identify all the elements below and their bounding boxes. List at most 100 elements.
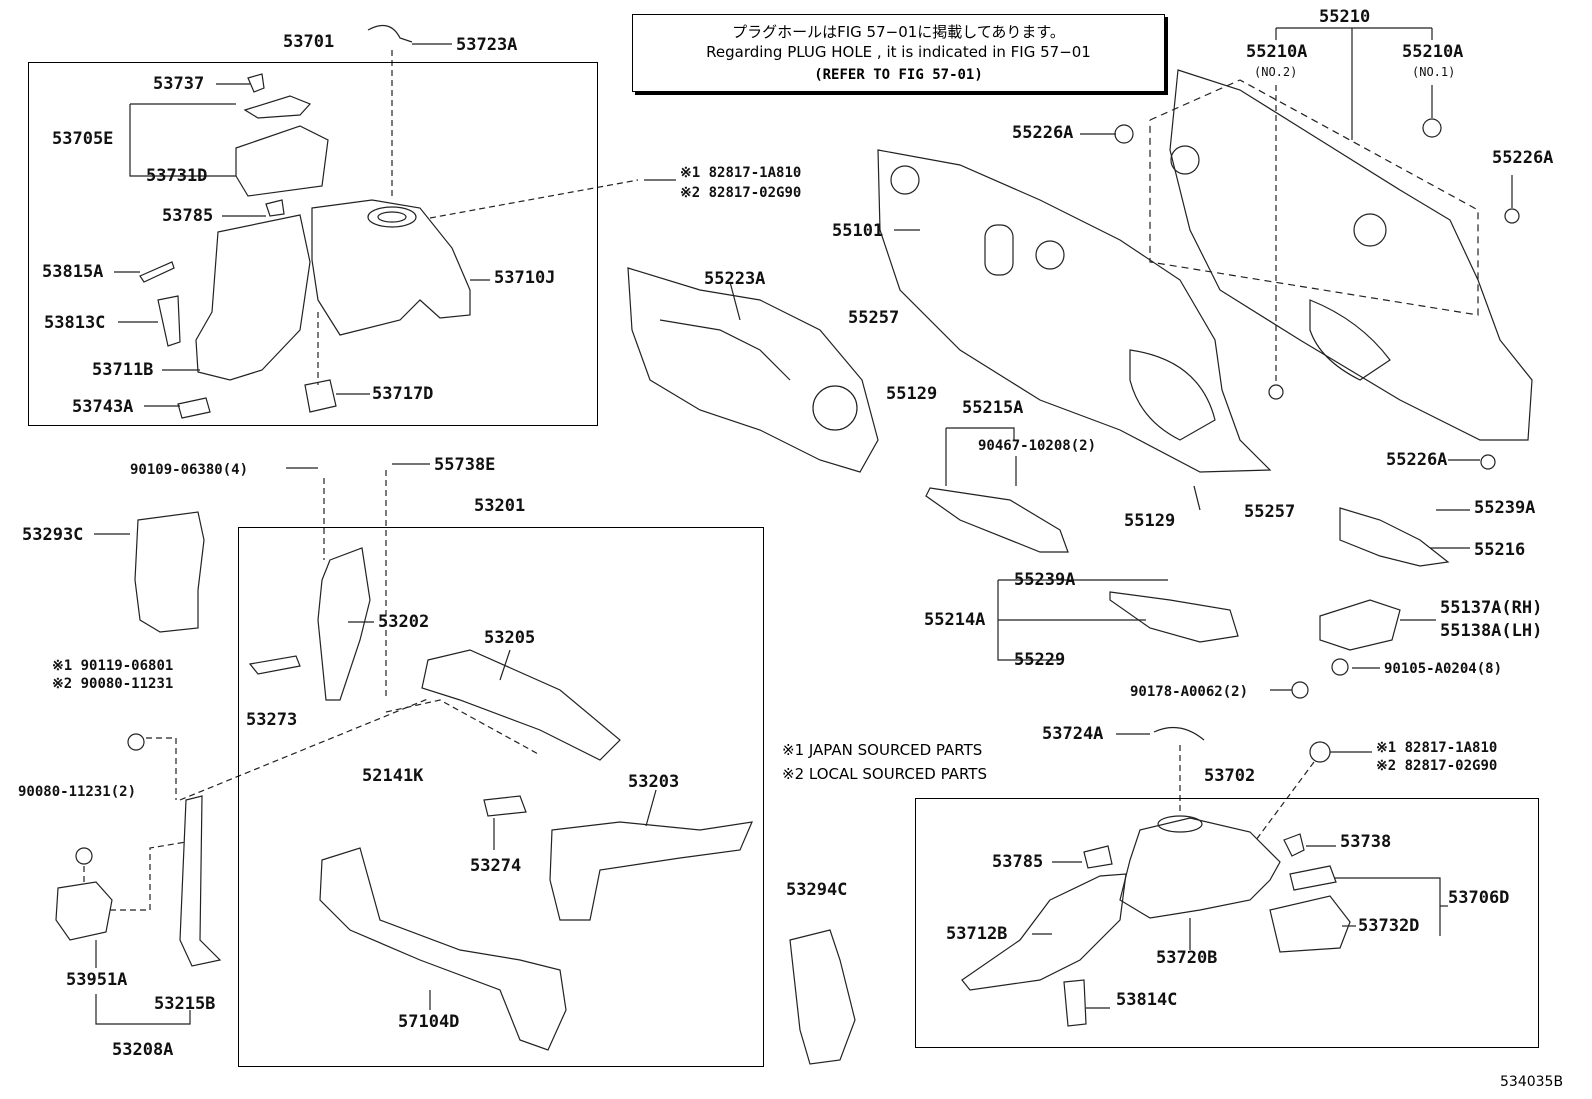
label-90109: 90109-06380(4) bbox=[130, 462, 249, 478]
label-53785-upper: 53785 bbox=[162, 206, 214, 226]
label-53731d: 53731D bbox=[146, 166, 208, 186]
part-53785b bbox=[1083, 845, 1113, 869]
label-53815a: 53815A bbox=[42, 262, 104, 282]
label-53814c: 53814C bbox=[1116, 990, 1178, 1010]
part-55216 bbox=[1339, 507, 1450, 567]
label-55137a: 55137A(RH) bbox=[1440, 598, 1543, 618]
label-53737: 53737 bbox=[153, 74, 205, 94]
label-55229: 55229 bbox=[1014, 650, 1066, 670]
label-53705e: 53705E bbox=[52, 129, 114, 149]
label-90119-1: ※1 90119-06801 bbox=[52, 658, 174, 674]
label-55210: 55210 bbox=[1319, 7, 1371, 27]
label-53701: 53701 bbox=[283, 32, 335, 52]
label-55210a-no1: 55210A bbox=[1402, 42, 1464, 62]
legend-japan-sourced: ※1 JAPAN SOURCED PARTS bbox=[782, 741, 983, 759]
label-53720b: 53720B bbox=[1156, 948, 1218, 968]
dash-panel-55101 bbox=[877, 149, 1272, 473]
dash-silencer-55210 bbox=[1149, 69, 1533, 441]
label-55129-lower: 55129 bbox=[1124, 511, 1176, 531]
part-53738 bbox=[1283, 833, 1305, 857]
part-53732d bbox=[1269, 895, 1351, 953]
frame-53201 bbox=[238, 527, 764, 1067]
label-55138a: 55138A(LH) bbox=[1440, 621, 1543, 641]
label-55226a-3: 55226A bbox=[1386, 450, 1448, 470]
label-55216: 55216 bbox=[1474, 540, 1526, 560]
label-55239a-right: 55239A bbox=[1474, 498, 1536, 518]
label-53717d: 53717D bbox=[372, 384, 434, 404]
part-53951a bbox=[55, 881, 113, 941]
label-55223a: 55223A bbox=[704, 269, 766, 289]
part-53215b bbox=[179, 795, 222, 967]
notice-jp: プラグホールはFIG 57−01に掲載してあります。 bbox=[732, 23, 1065, 41]
label-90105: 90105-A0204(8) bbox=[1384, 661, 1503, 677]
label-55215a: 55215A bbox=[962, 398, 1024, 418]
label-53208a: 53208A bbox=[112, 1040, 174, 1060]
label-55226a-1: 55226A bbox=[1012, 123, 1074, 143]
part-53720b bbox=[1119, 817, 1281, 919]
label-53738: 53738 bbox=[1340, 832, 1392, 852]
part-53712b bbox=[961, 873, 1127, 991]
label-52141k: 52141K bbox=[362, 766, 424, 786]
legend-local-sourced: ※2 LOCAL SOURCED PARTS bbox=[782, 765, 987, 783]
part-53294c bbox=[789, 929, 856, 1065]
plug-hole-notice: プラグホールはFIG 57−01に掲載してあります。 Regarding PLU… bbox=[632, 14, 1165, 92]
label-53274: 53274 bbox=[470, 856, 522, 876]
label-82817-upper-1: ※1 82817-1A810 bbox=[680, 165, 802, 181]
label-53724a: 53724A bbox=[1042, 724, 1104, 744]
part-55137a bbox=[1319, 599, 1401, 651]
label-55101: 55101 bbox=[832, 221, 884, 241]
label-53205: 53205 bbox=[484, 628, 536, 648]
label-53273: 53273 bbox=[246, 710, 298, 730]
part-53724a bbox=[1153, 726, 1205, 741]
label-53785-lower: 53785 bbox=[992, 852, 1044, 872]
part-53293c bbox=[134, 511, 205, 633]
part-57104d bbox=[319, 847, 567, 1051]
label-82817-upper-2: ※2 82817-02G90 bbox=[680, 185, 802, 201]
label-55210a-no2-sub: (NO.2) bbox=[1254, 65, 1298, 79]
label-82817-lower-2: ※2 82817-02G90 bbox=[1376, 758, 1498, 774]
label-53706d: 53706D bbox=[1448, 888, 1510, 908]
label-55226a-2: 55226A bbox=[1492, 148, 1554, 168]
label-53203: 53203 bbox=[628, 772, 680, 792]
label-53202: 53202 bbox=[378, 612, 430, 632]
frame-53702 bbox=[915, 798, 1539, 1048]
part-53706d bbox=[1289, 865, 1337, 891]
notice-en: Regarding PLUG HOLE , it is indicated in… bbox=[706, 43, 1091, 61]
part-53814c bbox=[1063, 979, 1087, 1027]
label-53813c: 53813C bbox=[44, 313, 106, 333]
part-53274 bbox=[483, 795, 527, 817]
part-53202 bbox=[317, 547, 371, 701]
label-53702: 53702 bbox=[1204, 766, 1256, 786]
part-53273 bbox=[248, 655, 301, 675]
frame-53701 bbox=[28, 62, 598, 426]
label-55239a-mid: 55239A bbox=[1014, 570, 1076, 590]
label-53710j: 53710J bbox=[494, 268, 556, 288]
label-57104d: 57104D bbox=[398, 1012, 460, 1032]
label-90178: 90178-A0062(2) bbox=[1130, 684, 1249, 700]
label-55210a-no1-sub: (NO.1) bbox=[1412, 65, 1456, 79]
label-55129-upper: 55129 bbox=[886, 384, 938, 404]
label-90467: 90467-10208(2) bbox=[978, 438, 1097, 454]
label-90119-2: ※2 90080-11231 bbox=[52, 676, 174, 692]
label-53711b: 53711B bbox=[92, 360, 154, 380]
part-55214a bbox=[1109, 591, 1239, 643]
label-53712b: 53712B bbox=[946, 924, 1008, 944]
notice-ref: (REFER TO FIG 57-01) bbox=[814, 67, 983, 83]
label-53951a: 53951A bbox=[66, 970, 128, 990]
label-53215b: 53215B bbox=[154, 994, 216, 1014]
label-53294c: 53294C bbox=[786, 880, 848, 900]
label-55738e: 55738E bbox=[434, 455, 496, 475]
part-53203 bbox=[549, 821, 753, 921]
label-53723a: 53723A bbox=[456, 35, 518, 55]
label-90080: 90080-11231(2) bbox=[18, 784, 137, 800]
label-53732d: 53732D bbox=[1358, 916, 1420, 936]
label-53293c: 53293C bbox=[22, 525, 84, 545]
part-55215a bbox=[925, 487, 1069, 553]
label-53743a: 53743A bbox=[72, 397, 134, 417]
label-55214a: 55214A bbox=[924, 610, 986, 630]
label-55257-lower: 55257 bbox=[1244, 502, 1296, 522]
label-55210a-no2: 55210A bbox=[1246, 42, 1308, 62]
dash-insulator-55223a bbox=[627, 267, 879, 473]
